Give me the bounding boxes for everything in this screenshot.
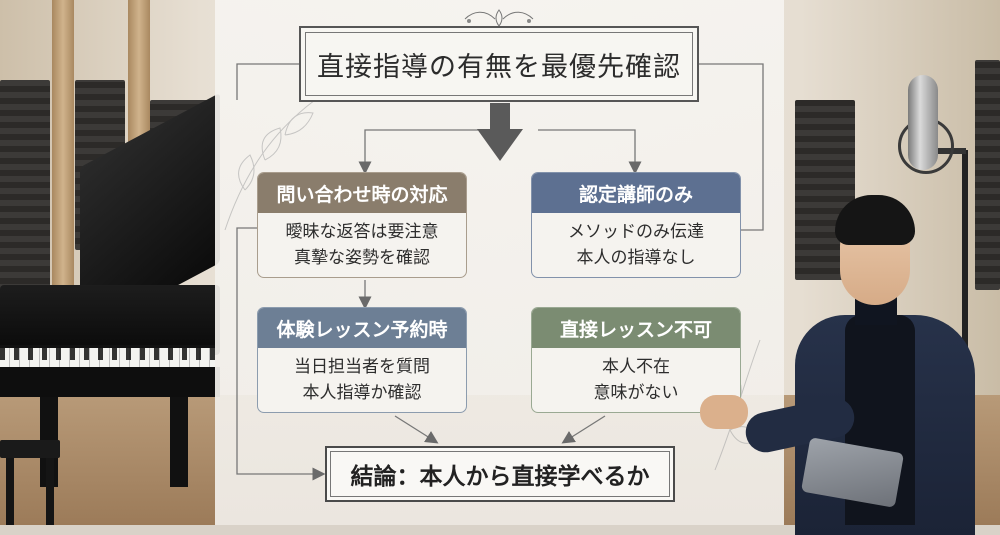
step-box-header: 体験レッスン予約時 [258, 308, 466, 348]
piano-leg [170, 397, 188, 487]
step-box-body: 曖昧な返答は要注意 真摯な姿勢を確認 [258, 213, 466, 277]
step-box-body: メソッドのみ伝達 本人の指導なし [532, 213, 740, 277]
acoustic-panel [0, 80, 50, 290]
step-box-line: 当日担当者を質問 [294, 357, 430, 377]
bench-leg [6, 458, 14, 525]
presenter-hair [835, 195, 915, 245]
step-box-header: 問い合わせ時の対応 [258, 173, 466, 213]
step-box-header: 直接レッスン不可 [532, 308, 740, 348]
main-title-frame: 直接指導の有無を最優先確認 [299, 26, 699, 102]
step-box-no-direct-lesson: 直接レッスン不可 本人不在 意味がない [531, 307, 741, 413]
piano-body [0, 285, 220, 355]
flowchart-card: 直接指導の有無を最優先確認 問い合わせ時の対応 曖昧な返答は要注意 真摯な姿勢を… [215, 0, 784, 525]
piano-keys [0, 345, 215, 370]
presenter-hand [700, 395, 748, 429]
step-box-line: 曖昧な返答は要注意 [285, 222, 439, 242]
piano-cabinet [0, 367, 220, 397]
step-box-trial-booking: 体験レッスン予約時 当日担当者を質問 本人指導か確認 [257, 307, 467, 413]
step-box-certified-only: 認定講師のみ メソッドのみ伝達 本人の指導なし [531, 172, 741, 278]
step-box-line: 真摯な姿勢を確認 [294, 248, 430, 268]
step-box-line: メソッドのみ伝達 [568, 222, 704, 242]
step-box-header: 認定講師のみ [532, 173, 740, 213]
step-box-body: 本人不在 意味がない [532, 348, 740, 412]
microphone-icon [908, 75, 938, 170]
conclusion-text: 結論：本人から直接学べるか [350, 464, 650, 490]
page-title: 直接指導の有無を最優先確認 [317, 51, 681, 83]
step-box-line: 本人指導か確認 [302, 383, 422, 403]
mic-stand [962, 150, 968, 525]
connector-lines [224, 63, 764, 481]
step-box-body: 当日担当者を質問 本人指導か確認 [258, 348, 466, 412]
step-box-line: 意味がない [593, 383, 679, 403]
bench-leg [46, 458, 54, 525]
acoustic-panel [975, 60, 1000, 290]
step-box-line: 本人の指導なし [576, 248, 696, 268]
step-box-line: 本人不在 [602, 357, 670, 377]
piano-bench [0, 440, 60, 458]
presenter [700, 195, 1000, 535]
down-arrow-icon [477, 103, 523, 161]
conclusion-frame: 結論：本人から直接学べるか [325, 446, 675, 502]
step-box-inquiry: 問い合わせ時の対応 曖昧な返答は要注意 真摯な姿勢を確認 [257, 172, 467, 278]
